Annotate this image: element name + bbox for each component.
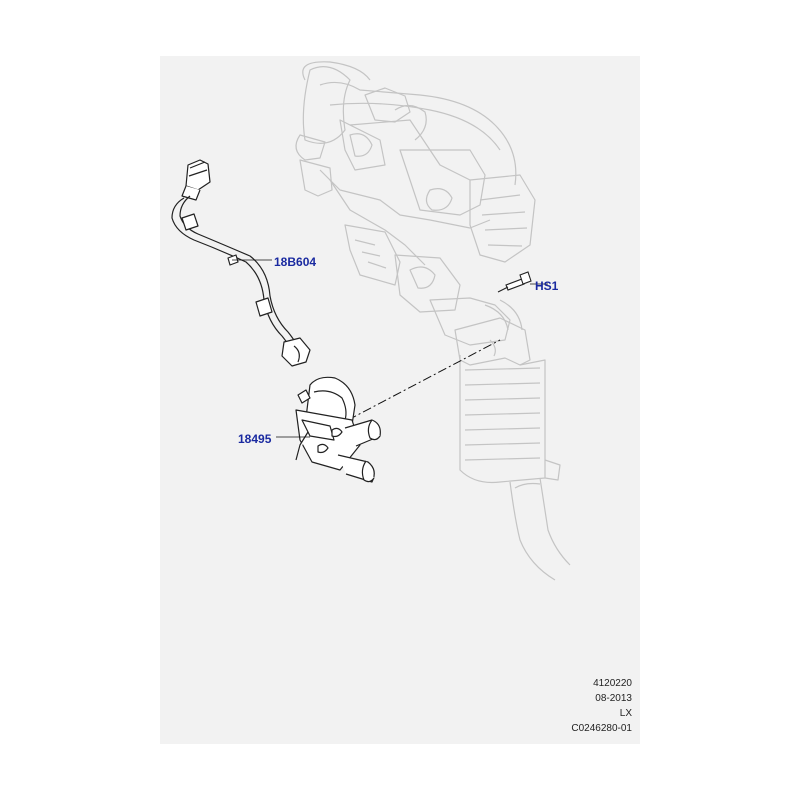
callout-18b604[interactable]: 18B604 bbox=[274, 255, 317, 269]
wiring-harness-part bbox=[171, 159, 311, 367]
diagram-date: 08-2013 bbox=[595, 693, 632, 704]
ghosted-engine-assembly bbox=[295, 61, 571, 581]
callout-18495[interactable]: 18495 bbox=[238, 432, 272, 446]
coolant-valve-part bbox=[295, 376, 381, 483]
diagram-sheet bbox=[160, 56, 640, 744]
diagram-illustration-id: C0246280-01 bbox=[571, 723, 632, 734]
leader-line-valve-mount bbox=[347, 339, 501, 421]
bolt-hs1-part bbox=[497, 271, 532, 293]
callout-hs1[interactable]: HS1 bbox=[535, 279, 559, 293]
diagram-model-code: LX bbox=[619, 708, 632, 719]
diagram-ref-number: 4120220 bbox=[593, 678, 632, 689]
